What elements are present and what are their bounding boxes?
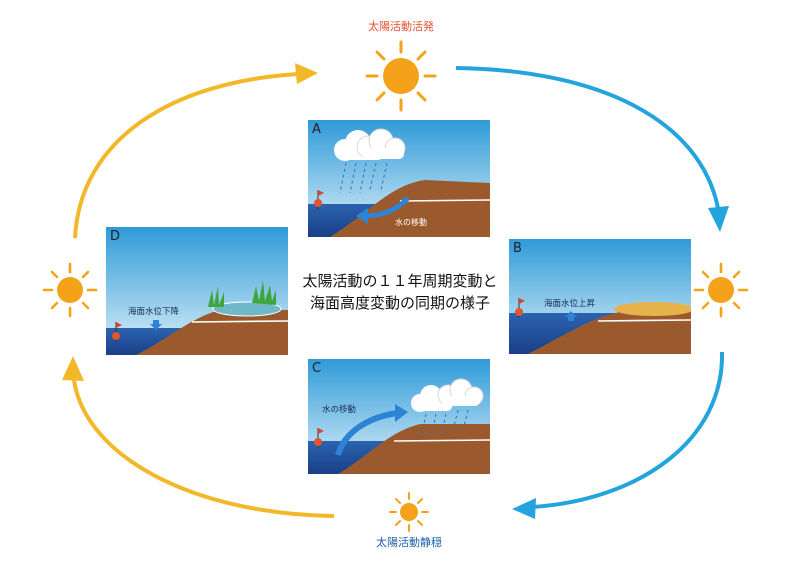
sun-quiet-icon — [389, 492, 429, 532]
panel-d — [106, 227, 288, 355]
arrow-active-to-b-head — [708, 206, 729, 232]
water-movement-arrow-a — [364, 196, 410, 219]
water-movement-arrow-c — [335, 410, 399, 456]
arrow-quiet-to-d-head — [62, 356, 84, 381]
panel-c — [308, 359, 490, 474]
arrow-active-to-b — [455, 66, 720, 209]
panel-c-label: 水の移動 — [322, 404, 356, 415]
sun-active-icon — [365, 40, 437, 112]
sun-active-label: 太陽活動活発 — [368, 19, 434, 33]
grass-icon — [208, 280, 276, 307]
panel-d-label: 海面水位下降 — [128, 306, 180, 317]
panel-a-label: 水の移動 — [395, 217, 427, 227]
panel-a-letter: A — [312, 122, 321, 137]
panel-b — [509, 239, 691, 354]
diagram-title: 太陽活動の１１年周期変動と 海面高度変動の同期の様子 — [282, 270, 518, 314]
marker-flag-icon — [515, 298, 525, 318]
arrow-d-to-active-head — [295, 63, 318, 84]
panel-c-letter: C — [312, 361, 321, 376]
cloud-icon — [411, 378, 484, 412]
panel-b-letter: B — [513, 241, 522, 256]
cycle-arrows — [62, 63, 729, 519]
diagram-title-line-1: 太陽活動の１１年周期変動と — [302, 272, 498, 290]
rain-icon — [339, 162, 388, 194]
marker-flag-icon — [314, 428, 324, 448]
panel-d-letter: D — [110, 229, 120, 244]
panel-a — [308, 120, 490, 237]
sea-level-up-arrow-icon — [565, 311, 577, 321]
arrow-quiet-to-d — [72, 379, 335, 518]
diagram-title-line-2: 海面高度変動の同期の様子 — [309, 294, 490, 312]
drained-lake — [212, 301, 282, 317]
sea-level-down-arrow-icon — [150, 320, 162, 330]
arrow-b-to-quiet — [531, 351, 725, 509]
rain-icon — [420, 409, 469, 439]
sun-quiet-label: 太陽活動静穏 — [376, 535, 442, 549]
marker-flag-icon — [112, 322, 122, 342]
arrow-d-to-active — [73, 72, 299, 239]
cloud-icon — [334, 128, 406, 161]
sun-left-icon — [42, 262, 98, 318]
arrow-b-to-quiet-head — [512, 498, 536, 519]
filled-lake — [614, 302, 691, 316]
sun-right-icon — [693, 262, 749, 318]
marker-flag-icon — [314, 190, 324, 210]
panel-b-label: 海面水位上昇 — [544, 298, 596, 309]
